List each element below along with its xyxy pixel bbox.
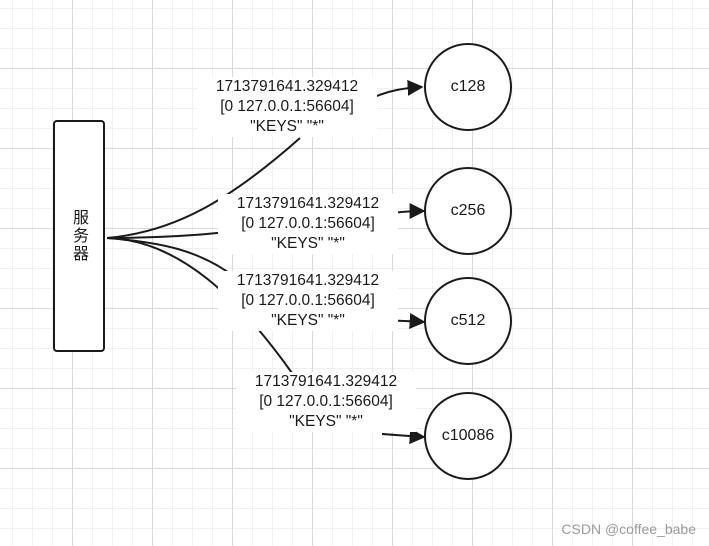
watermark: CSDN @coffee_babe xyxy=(561,521,696,537)
connector-to-message-2 xyxy=(106,231,229,239)
message-command: "KEYS" "*" xyxy=(250,118,324,135)
message-source: [0 127.0.0.1:56604] xyxy=(259,393,393,410)
message-label-3: 1713791641.329412 [0 127.0.0.1:56604] "K… xyxy=(218,271,398,331)
message-timestamp: 1713791641.329412 xyxy=(236,195,380,212)
client-node-c128: c128 xyxy=(424,43,512,131)
client-node-c10086: c10086 xyxy=(424,392,512,480)
message-timestamp: 1713791641.329412 xyxy=(254,373,398,390)
message-command: "KEYS" "*" xyxy=(289,413,363,430)
message-timestamp: 1713791641.329412 xyxy=(236,272,380,289)
message-command: "KEYS" "*" xyxy=(271,312,345,329)
message-label-4: 1713791641.329412 [0 127.0.0.1:56604] "K… xyxy=(236,372,416,432)
message-source: [0 127.0.0.1:56604] xyxy=(241,215,375,232)
client-label: c512 xyxy=(450,312,486,329)
client-label: c10086 xyxy=(441,427,495,444)
server-label: 服务器 xyxy=(70,209,89,263)
message-label-1: 1713791641.329412 [0 127.0.0.1:56604] "K… xyxy=(197,77,377,137)
arrow-to-client-c10086 xyxy=(381,428,426,445)
connector-to-message-1 xyxy=(106,137,301,239)
client-node-c512: c512 xyxy=(424,277,512,365)
message-source: [0 127.0.0.1:56604] xyxy=(241,292,375,309)
message-label-2: 1713791641.329412 [0 127.0.0.1:56604] "K… xyxy=(218,194,398,254)
client-label: c128 xyxy=(450,78,486,95)
message-command: "KEYS" "*" xyxy=(271,235,345,252)
client-label: c256 xyxy=(450,202,486,219)
connector-to-message-3 xyxy=(106,237,237,279)
message-source: [0 127.0.0.1:56604] xyxy=(220,98,354,115)
client-node-c256: c256 xyxy=(424,167,512,255)
connector-to-message-4 xyxy=(106,237,293,374)
message-timestamp: 1713791641.329412 xyxy=(215,78,359,95)
arrow-to-client-c128 xyxy=(371,79,424,99)
server-node: 服务器 xyxy=(53,120,105,352)
